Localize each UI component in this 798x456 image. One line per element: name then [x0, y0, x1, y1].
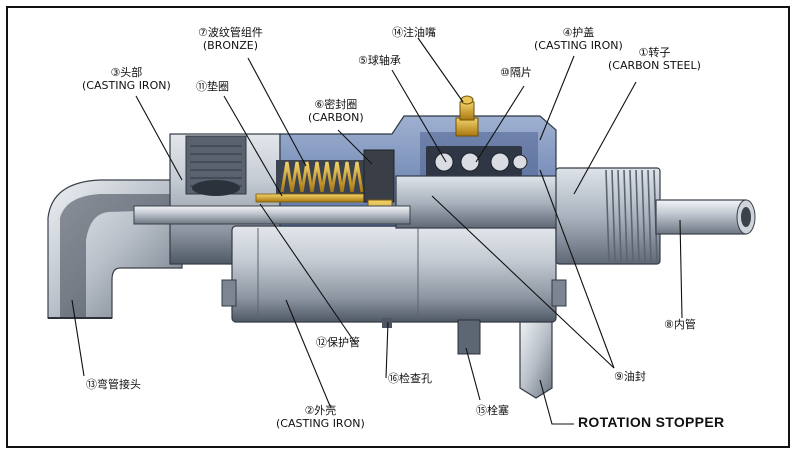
head-casting: [169, 133, 281, 265]
label-outer-shell: ②外壳(CASTING IRON): [276, 404, 365, 430]
label-ball-bearing: ⑤球轴承: [358, 54, 401, 67]
outer-shell: [221, 225, 567, 328]
leader-lines: [71, 37, 683, 425]
bellows-coil: [290, 161, 304, 193]
ball-bearings: [426, 146, 528, 180]
grease-nipple: [455, 95, 479, 137]
label-inner-tube: ⑧内管: [664, 318, 696, 331]
bellows-coil: [320, 161, 334, 193]
rotor-thread: [617, 169, 622, 263]
label-gasket: ⑪垫圈: [196, 80, 229, 93]
label-elbow-joint: ⑬弯管接头: [86, 378, 141, 391]
label-plug: ⑮栓塞: [476, 404, 509, 417]
rotor-thread: [623, 169, 628, 263]
label-seal-ring: ⑥密封圈(CARBON): [308, 98, 364, 124]
label-grease-nipple: ⑭注油嘴: [392, 26, 436, 39]
plug: [457, 319, 481, 355]
bellows-coil: [300, 161, 314, 193]
rotor-thread: [605, 169, 610, 263]
rotation-stopper-arm: [519, 321, 553, 399]
label-spacer: ⑩隔片: [500, 66, 532, 79]
label-cover: ④护盖(CASTING IRON): [534, 26, 623, 52]
elbow-joint: [47, 179, 183, 319]
label-inspection-hole: ⑯检查孔: [388, 372, 432, 385]
bellows-coil: [310, 161, 324, 193]
bellows-coil: [330, 161, 344, 193]
label-rotation-stopper: ROTATION STOPPER: [578, 414, 725, 430]
bellows-coil: [340, 161, 354, 193]
rotor-shaft: [395, 167, 661, 265]
label-oil-seal: ⑨油封: [614, 370, 646, 383]
bellows-coil: [280, 161, 294, 193]
bellows-assembly: [255, 160, 377, 203]
label-head: ③头部(CASTING IRON): [82, 66, 171, 92]
label-rotor: ①转子(CARBON STEEL): [608, 46, 701, 72]
rotor-thread: [629, 169, 634, 263]
rotor-thread: [647, 169, 652, 263]
label-protective-tube: ⑫保护管: [316, 336, 360, 349]
rotor-thread: [611, 169, 616, 263]
bellows-coil: [350, 161, 364, 193]
carbon-seal-ring: [363, 149, 395, 203]
rotor-thread: [635, 169, 640, 263]
inner-tube: [133, 199, 756, 235]
label-bellows: ⑦波纹管组件(BRONZE): [198, 26, 263, 52]
rotor-thread: [641, 169, 646, 263]
